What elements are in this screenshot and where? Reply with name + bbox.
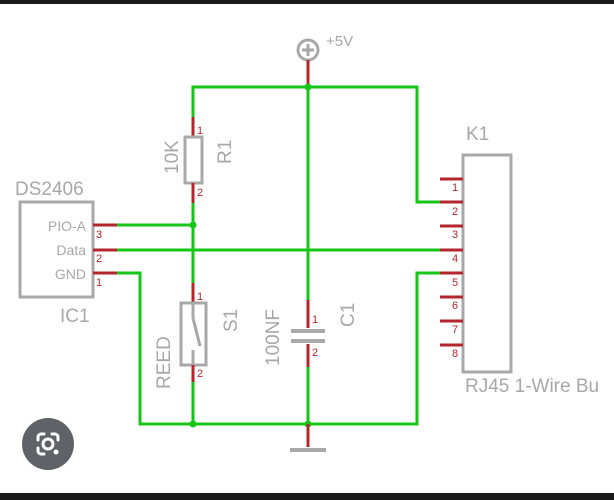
power-label: +5V xyxy=(326,33,353,50)
r1-value: 10K xyxy=(162,140,183,174)
r1-ref: R1 xyxy=(215,140,236,164)
k1-pin1-num: 1 xyxy=(452,182,458,194)
c1-ref: C1 xyxy=(338,303,359,327)
k1-pin3-num: 3 xyxy=(452,229,458,241)
junction-vcc xyxy=(304,83,312,91)
s1-contact-blade xyxy=(191,317,202,347)
capacitor-c1: 1 2 100NF C1 xyxy=(263,300,359,367)
k1-pin6-num: 6 xyxy=(452,300,458,312)
k1-value: RJ45 1-Wire Bu xyxy=(465,376,599,397)
k1-pins: 1 2 3 4 5 6 7 8 xyxy=(440,177,463,360)
top-frame-border xyxy=(0,0,614,4)
ic1-pin-pioa: PIO-A xyxy=(48,218,87,234)
ic1-ds2406: DS2406 IC1 PIO-A Data GND 3 2 1 xyxy=(15,179,117,327)
r1-pin2-num: 2 xyxy=(197,187,203,199)
ground-symbol xyxy=(290,424,326,452)
s1-pin1-num: 1 xyxy=(197,291,203,303)
r1-body xyxy=(183,135,204,185)
k1-pin4-num: 4 xyxy=(452,253,458,265)
s1-value: REED xyxy=(154,336,175,389)
ic1-pin2-num: 2 xyxy=(96,253,102,265)
r1-pin1-num: 1 xyxy=(197,125,203,137)
google-lens-button[interactable] xyxy=(22,418,74,470)
c1-pin2-num: 2 xyxy=(312,347,318,359)
power-symbol: +5V xyxy=(296,33,353,87)
reed-switch-s1: 1 2 REED S1 xyxy=(154,283,242,389)
bottom-frame-border xyxy=(0,493,614,500)
ic1-pin-gnd: GND xyxy=(55,266,86,282)
k1-body xyxy=(461,153,513,374)
junction-gnd-s1 xyxy=(189,420,197,428)
c1-pin1-num: 1 xyxy=(312,314,318,326)
k1-pin5-num: 5 xyxy=(452,277,458,289)
k1-pin2-num: 2 xyxy=(452,206,458,218)
s1-pin2-num: 2 xyxy=(197,368,203,380)
c1-value: 100NF xyxy=(263,309,284,366)
resistor-r1: 1 2 10K R1 xyxy=(162,117,236,203)
ic1-pin1-num: 1 xyxy=(96,277,102,289)
ic1-pin-data: Data xyxy=(56,242,86,258)
connector-k1: K1 RJ45 1-Wire Bu 1 2 3 4 5 6 7 8 xyxy=(440,124,599,397)
k1-pin7-num: 7 xyxy=(452,324,458,336)
k1-ref: K1 xyxy=(466,124,489,145)
google-lens-icon xyxy=(36,432,60,456)
junction-pioa xyxy=(189,221,197,229)
s1-ref: S1 xyxy=(221,309,242,332)
ic1-pin3-num: 3 xyxy=(96,229,102,241)
k1-pin8-num: 8 xyxy=(452,348,458,360)
ic1-part: DS2406 xyxy=(15,179,84,200)
wires xyxy=(115,83,442,428)
ic1-ref: IC1 xyxy=(60,306,90,327)
